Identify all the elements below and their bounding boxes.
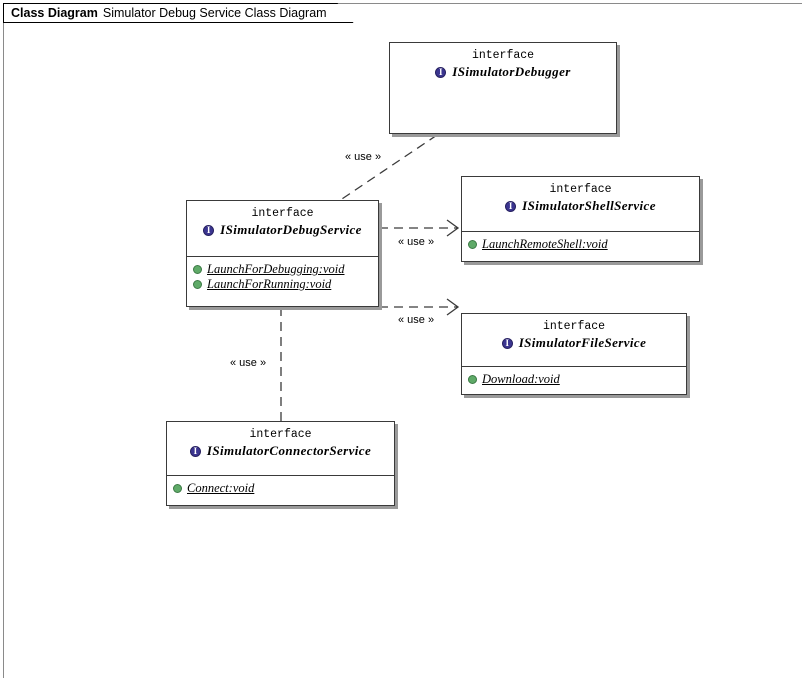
class-name-row: I ISimulatorDebugger (394, 64, 612, 80)
class-stereotype: interface (249, 428, 312, 441)
class-header: interface I ISimulatorFileService (462, 314, 686, 366)
interface-icon: I (505, 200, 517, 212)
class-name: ISimulatorConnectorService (206, 443, 372, 458)
class-name-row: I ISimulatorDebugService (191, 222, 374, 238)
interface-icon: I (501, 337, 513, 349)
public-visibility-icon (468, 375, 477, 384)
diagram-canvas (3, 3, 802, 678)
operation-row[interactable]: LaunchRemoteShell:void (468, 237, 695, 252)
class-box-isimulatordebugservice[interactable]: interface I ISimulatorDebugService Launc… (186, 200, 379, 307)
class-box-isimulatorconnectorservice[interactable]: interface I ISimulatorConnectorService C… (166, 421, 395, 506)
operation-row[interactable]: LaunchForRunning:void (193, 277, 374, 292)
class-stereotype: interface (471, 49, 535, 62)
public-visibility-icon (193, 280, 202, 289)
class-operations: Download:void (462, 367, 686, 392)
class-name: ISimulatorDebugger (452, 64, 571, 79)
class-stereotype: interface (549, 183, 612, 196)
class-section-divider (462, 366, 686, 367)
class-header: interface I ISimulatorShellService (462, 177, 699, 231)
interface-icon: I (189, 445, 201, 457)
use-file-label: « use » (398, 314, 435, 326)
class-name-row: I ISimulatorShellService (466, 198, 695, 214)
operation-label: LaunchForDebugging:void (207, 262, 345, 276)
public-visibility-icon (173, 484, 182, 493)
class-name: ISimulatorDebugService (220, 222, 362, 237)
class-name-row: I ISimulatorFileService (466, 335, 682, 351)
diagram-kind-label: Class Diagram (11, 6, 98, 20)
use-shell-label: « use » (398, 236, 435, 248)
use-debugger-label: « use » (345, 151, 382, 163)
operation-row[interactable]: Connect:void (173, 481, 390, 496)
public-visibility-icon (468, 240, 477, 249)
class-stereotype: interface (251, 207, 314, 220)
operation-label: Download:void (482, 372, 560, 386)
operation-row[interactable]: LaunchForDebugging:void (193, 262, 374, 277)
interface-icon: I (203, 224, 215, 236)
class-operations: LaunchRemoteShell:void (462, 232, 699, 257)
class-name-row: I ISimulatorConnectorService (171, 443, 390, 459)
operation-row[interactable]: Download:void (468, 372, 682, 387)
interface-icon: I (435, 66, 447, 78)
class-box-isimulatordebugger[interactable]: interface I ISimulatorDebugger (389, 42, 617, 134)
use-connector-label: « use » (230, 357, 267, 369)
class-name: ISimulatorShellService (522, 198, 656, 213)
class-section-divider (187, 256, 378, 257)
class-box-isimulatorfileservice[interactable]: interface I ISimulatorFileService Downlo… (461, 313, 687, 395)
class-operations: Connect:void (167, 476, 394, 501)
operation-label: LaunchForRunning:void (207, 277, 332, 291)
operation-label: Connect:void (187, 481, 255, 495)
diagram-name-label: Simulator Debug Service Class Diagram (102, 6, 327, 20)
class-section-divider (167, 475, 394, 476)
class-box-isimulatorshellservice[interactable]: interface I ISimulatorShellService Launc… (461, 176, 700, 262)
class-operations: LaunchForDebugging:void LaunchForRunning… (187, 257, 378, 297)
class-section-divider (462, 231, 699, 232)
diagram-title-tab[interactable]: Class Diagram Simulator Debug Service Cl… (3, 3, 354, 23)
public-visibility-icon (193, 265, 202, 274)
operation-label: LaunchRemoteShell:void (482, 237, 608, 251)
class-header: interface I ISimulatorDebugService (187, 201, 378, 256)
class-header: interface I ISimulatorConnectorService (167, 422, 394, 475)
class-header: interface I ISimulatorDebugger (390, 43, 616, 85)
class-stereotype: interface (542, 320, 606, 333)
class-name: ISimulatorFileService (518, 335, 647, 350)
